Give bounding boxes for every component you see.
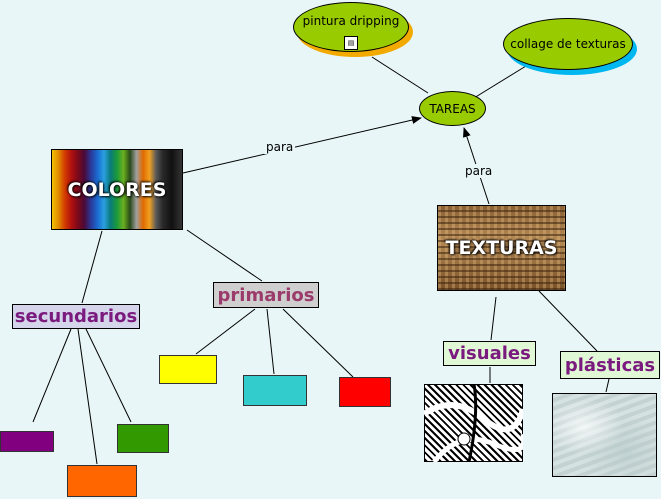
edge-primarios-yellow [195, 308, 256, 355]
edge-secundarios-green [85, 328, 132, 423]
visual-texture-pattern [424, 384, 523, 462]
tareas-node[interactable]: TAREAS [419, 91, 486, 126]
primarios-label: primarios [217, 284, 315, 306]
collage-texturas-node[interactable]: collage de texturas [503, 18, 633, 70]
texturas-label: TEXTURAS [445, 237, 558, 259]
secondary-orange-swatch[interactable] [67, 465, 137, 497]
tareas-label: TAREAS [429, 101, 476, 116]
visual-texture-image[interactable] [424, 384, 523, 462]
primarios-node[interactable]: primarios [213, 282, 319, 308]
secondary-purple-swatch[interactable] [0, 431, 54, 452]
visuales-label: visuales [448, 343, 531, 364]
pintura-dripping-label: pintura dripping [302, 14, 400, 28]
link-label-texturas-tareas: para [463, 164, 495, 178]
plasticas-label: plásticas [564, 354, 656, 376]
collage-texturas-label: collage de texturas [510, 37, 626, 51]
primary-cyan-swatch[interactable] [243, 375, 307, 406]
edge-colores-tareas [182, 116, 422, 174]
secundarios-label: secundarios [14, 306, 138, 327]
texturas-node[interactable]: TEXTURAS [437, 205, 566, 291]
edge-colores-secundarios [81, 230, 103, 304]
pintura-dripping-node[interactable]: pintura dripping [293, 2, 409, 52]
secundarios-node[interactable]: secundarios [12, 304, 140, 329]
edge-texturas-visuales [490, 296, 497, 341]
colores-node[interactable]: COLORES [51, 149, 183, 230]
edge-pintura-tareas [371, 56, 429, 94]
secondary-green-swatch[interactable] [117, 424, 169, 453]
edge-texturas-plasticas [538, 290, 598, 352]
edge-secundarios-orange [77, 328, 98, 465]
edge-primarios-cyan [266, 308, 275, 375]
edge-primarios-red [282, 308, 354, 378]
plastic-texture-image[interactable] [552, 393, 657, 477]
colores-label: COLORES [67, 178, 167, 201]
visuales-node[interactable]: visuales [443, 341, 536, 366]
edge-secundarios-purple [32, 328, 72, 423]
edge-collage-tareas [473, 65, 527, 99]
primary-red-swatch[interactable] [339, 377, 391, 407]
plasticas-node[interactable]: plásticas [560, 351, 660, 379]
edge-colores-primarios [186, 229, 263, 282]
link-label-colores-tareas: para [264, 140, 296, 154]
edge-plasticas-image [605, 378, 610, 393]
primary-yellow-swatch[interactable] [159, 355, 217, 384]
document-icon[interactable]: ▤ [344, 36, 358, 50]
